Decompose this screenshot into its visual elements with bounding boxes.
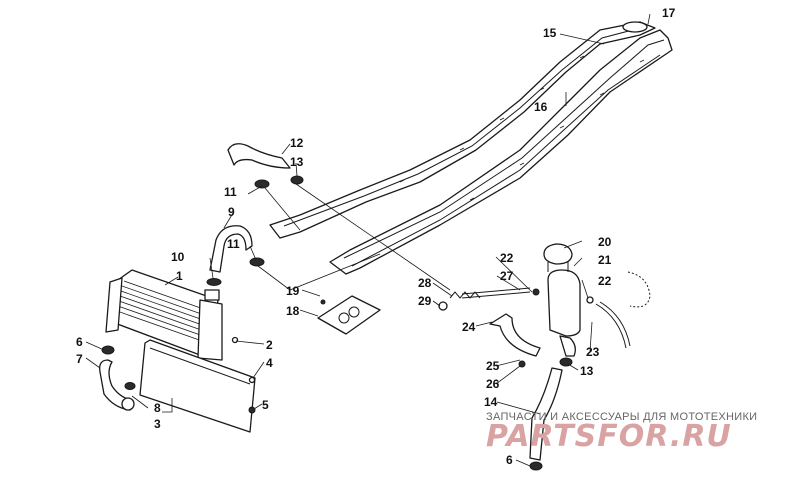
callout-16: 16 <box>534 100 548 114</box>
watermark: ЗАПЧАСТИ И АКСЕССУАРЫ ДЛЯ МОТОТЕХНИКИ PA… <box>486 411 757 454</box>
gasket-plate <box>627 271 651 308</box>
callout-9: 9 <box>228 205 235 219</box>
small-fasteners <box>231 336 256 414</box>
callout-18: 18 <box>286 304 300 318</box>
clamps-11-13 <box>249 175 304 267</box>
callout-25: 25 <box>486 359 500 373</box>
callout-6b: 6 <box>506 453 513 467</box>
callout-12: 12 <box>290 136 304 150</box>
callout-29: 29 <box>418 294 432 308</box>
tube-23 <box>595 301 631 349</box>
clamp-6-left <box>101 345 115 355</box>
callout-labels: 1 2 3 4 5 6 7 8 9 10 11 11 12 13 13 14 1… <box>76 6 676 467</box>
callout-6a: 6 <box>76 335 83 349</box>
hose-7 <box>99 359 135 411</box>
callout-5: 5 <box>262 398 269 412</box>
callout-22b: 22 <box>598 274 612 288</box>
hose-reservoir-outlet <box>559 335 576 357</box>
gasket-22-right <box>586 296 594 304</box>
callout-2: 2 <box>266 338 273 352</box>
tunnel-cooler <box>269 21 673 275</box>
clamp-8 <box>124 382 136 390</box>
callout-3: 3 <box>154 417 161 431</box>
callout-27: 27 <box>500 269 514 283</box>
hose-9 <box>209 225 253 273</box>
callout-13b: 13 <box>580 364 594 378</box>
hose-14 <box>529 357 573 471</box>
watermark-brand: PARTSFOR.RU <box>486 419 732 454</box>
mount-plate <box>317 295 381 335</box>
callout-17: 17 <box>662 6 676 20</box>
callout-14: 14 <box>484 395 498 409</box>
callout-24: 24 <box>462 320 476 334</box>
callout-4: 4 <box>266 356 273 370</box>
callout-11a: 11 <box>224 185 237 199</box>
clamp-10 <box>206 278 222 286</box>
callout-28: 28 <box>418 276 432 290</box>
callout-26: 26 <box>486 377 500 391</box>
hose-12 <box>227 143 291 169</box>
callout-13a: 13 <box>290 155 304 169</box>
callout-7: 7 <box>76 352 83 366</box>
callout-15: 15 <box>543 26 557 40</box>
spring-28 <box>449 291 481 299</box>
callout-1: 1 <box>176 269 183 283</box>
callout-10: 10 <box>171 250 185 264</box>
callout-20: 20 <box>598 235 612 249</box>
callout-22a: 22 <box>500 251 514 265</box>
bracket-24-25 <box>489 313 541 368</box>
callout-11b: 11 <box>227 237 240 251</box>
coolant-reservoir <box>543 243 581 337</box>
leader-lines <box>85 13 651 467</box>
radiator <box>105 269 223 361</box>
callout-19: 19 <box>286 284 300 298</box>
callout-23: 23 <box>586 345 600 359</box>
clip-29 <box>438 301 448 311</box>
watermark-subtitle: ЗАПЧАСТИ И АКСЕССУАРЫ ДЛЯ МОТОТЕХНИКИ <box>486 411 757 423</box>
callout-21: 21 <box>598 253 612 267</box>
radiator-cover <box>139 339 256 433</box>
tube-27 <box>461 287 540 299</box>
callout-8: 8 <box>154 401 161 415</box>
